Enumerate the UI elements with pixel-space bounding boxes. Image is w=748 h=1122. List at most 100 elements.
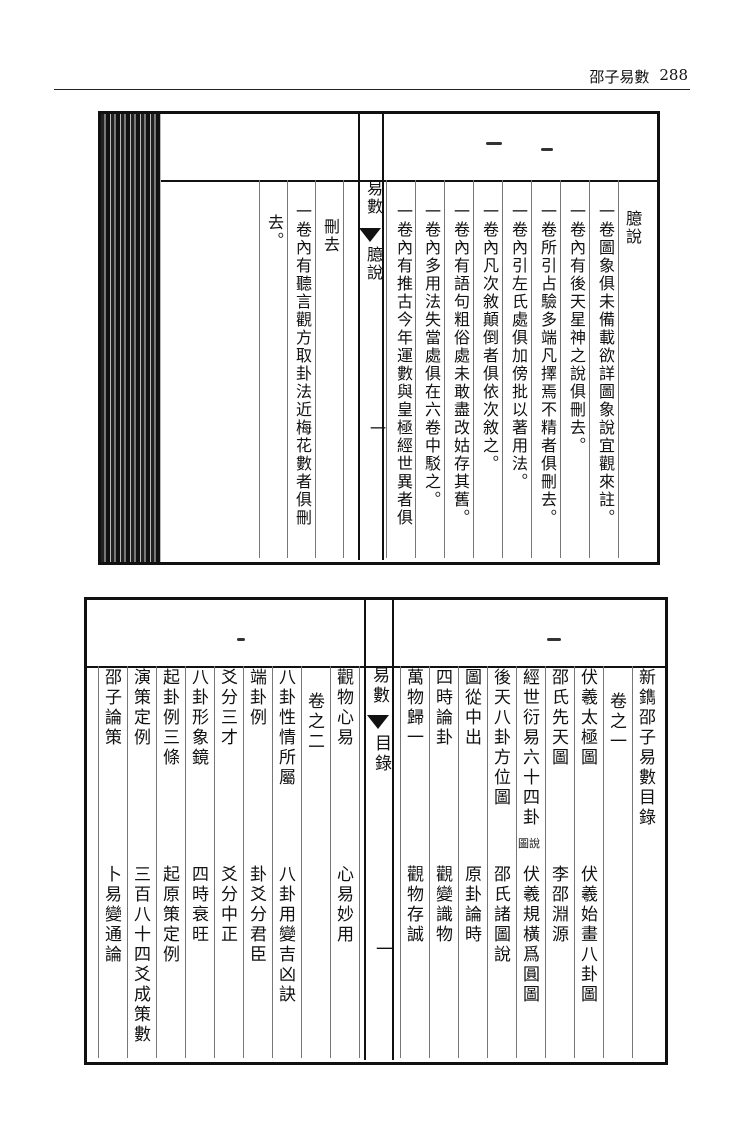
column-rule — [458, 666, 459, 1058]
toc-entry-sub: 伏羲規橫爲圓圖 — [519, 865, 539, 1005]
column-rule — [330, 666, 331, 1058]
page-number: 288 — [659, 66, 688, 84]
column-rule — [359, 666, 360, 1058]
text-column: 一卷所引占驗多端凡擇焉不精者俱刪去。 — [538, 203, 557, 527]
fish-tail-icon — [359, 228, 381, 242]
column-rule — [127, 666, 128, 1058]
column-rule — [531, 180, 532, 558]
column-rule — [315, 180, 316, 558]
fold-title: 易數 — [364, 180, 383, 216]
fold-line — [358, 112, 360, 560]
fold-section: 臆說 — [364, 246, 383, 282]
column-rule — [574, 666, 575, 1058]
toc-entry: 圖從中出 — [461, 668, 481, 748]
toc-entry-sub: 伏羲始畫八卦圖 — [577, 865, 597, 1005]
column-rule — [185, 666, 186, 1058]
column-rule — [243, 666, 244, 1058]
toc-title: 新鐫邵子易數目錄 — [635, 668, 655, 828]
toc-entry-sub: 心易妙用 — [333, 865, 353, 945]
toc-entry: 邵子論策 — [101, 668, 121, 748]
column-rule — [473, 180, 474, 558]
toc-entry: 萬物歸一 — [403, 668, 423, 748]
text-column: 一卷內有聽言觀方取卦法近梅花數者俱刪 — [293, 203, 312, 527]
column-rule — [214, 666, 215, 1058]
ink-mark — [237, 638, 245, 641]
toc-entry: 起卦例三條 — [159, 668, 179, 768]
column-rule — [98, 666, 99, 1058]
column-rule — [618, 180, 619, 558]
toc-entry: 端卦例 — [246, 668, 266, 728]
fold-leaf: 一 — [372, 940, 392, 960]
column-rule — [487, 666, 488, 1058]
toc-entry-sub: 卜易變通論 — [101, 865, 121, 965]
header-rule — [54, 89, 690, 90]
toc-entry-sub: 卦爻分君臣 — [246, 865, 266, 965]
column-rule — [400, 666, 401, 1058]
toc-entry: 演策定例 — [130, 668, 150, 748]
column-rule — [287, 180, 288, 558]
column-rule — [415, 180, 416, 558]
toc-entry: 邵氏先天圖 — [548, 668, 568, 768]
running-header: 邵子易數 288 — [589, 66, 688, 87]
text-column: 一卷內凡次敘顛倒者俱依次敘之。 — [480, 203, 499, 473]
fold-line — [392, 598, 394, 1060]
bottom-scan-page — [84, 597, 668, 1065]
column-rule — [632, 666, 633, 1058]
toc-entry-sub: 爻分中正 — [217, 865, 237, 945]
fish-tail-icon — [367, 715, 389, 729]
toc-entry: 八卦性情所屬 — [275, 668, 295, 788]
toc-entry-sub: 觀物存誠 — [403, 865, 423, 945]
toc-entry: 卷之一 — [606, 692, 626, 752]
toc-entry-sub: 八卦用變吉凶訣 — [275, 865, 295, 1005]
ink-mark — [541, 148, 553, 151]
toc-entry-sub: 李邵淵源 — [548, 865, 568, 945]
toc-entry: 卷之二 — [304, 692, 324, 752]
ink-mark — [547, 638, 561, 641]
ink-mark — [486, 142, 502, 145]
toc-entry-sub: 邵氏諸圖說 — [490, 865, 510, 965]
column-rule — [560, 180, 561, 558]
toc-entry-sub: 三百八十四爻成策數 — [130, 865, 150, 1045]
heading: 臆說 — [623, 210, 642, 246]
column-rule — [545, 666, 546, 1058]
text-column: 一卷圖象俱未備載欲詳圖象說宜觀來註。 — [596, 203, 615, 527]
toc-entry-sub: 四時衰旺 — [188, 865, 208, 945]
column-rule — [429, 666, 430, 1058]
text-column: 一卷內有後天星神之說俱刪去。 — [567, 203, 586, 455]
fold-section: 目錄 — [371, 734, 391, 774]
column-rule — [386, 180, 387, 558]
toc-entry: 八卦形象鏡 — [188, 668, 208, 768]
column-rule — [156, 666, 157, 1058]
column-rule — [301, 666, 302, 1058]
column-rule — [259, 180, 260, 558]
toc-entry: 觀物心易 — [333, 668, 353, 748]
text-column: 一卷內引左氏處俱加傍批以著用法。 — [509, 203, 528, 491]
column-rule — [444, 180, 445, 558]
upper-margin-rule — [101, 180, 657, 182]
fold-leaf: 一 — [367, 420, 386, 438]
upper-margin-rule — [87, 666, 665, 668]
fold-title: 易數 — [369, 666, 389, 706]
text-column: 去。 — [265, 214, 284, 250]
text-column: 一卷內有語句粗俗處未敢盡改姑存其舊。 — [451, 203, 470, 527]
text-column: 刪去 — [321, 218, 340, 254]
book-title: 邵子易數 — [589, 68, 650, 86]
column-rule — [516, 666, 517, 1058]
column-rule — [603, 666, 604, 1058]
toc-entry-sub: 原卦論時 — [461, 865, 481, 945]
toc-entry: 爻分三才 — [217, 668, 237, 748]
binding-edge — [101, 114, 161, 562]
toc-entry: 伏羲太極圖 — [577, 668, 597, 768]
toc-entry-sub: 起原策定例 — [159, 865, 179, 965]
fold-line — [364, 598, 366, 1060]
column-rule — [343, 180, 344, 558]
toc-entry: 後天八卦方位圖 — [490, 668, 510, 808]
toc-entry-sub: 觀變識物 — [432, 865, 452, 945]
text-column: 一卷內多用法失當處俱在六卷中駁之。 — [422, 203, 441, 509]
toc-entry: 四時論卦 — [432, 668, 452, 748]
column-rule — [589, 180, 590, 558]
top-scan-page — [98, 111, 660, 565]
text-column: 一卷內有推古今年運數與皇極經世異者俱 — [394, 203, 413, 527]
column-rule — [502, 180, 503, 558]
column-rule — [272, 666, 273, 1058]
